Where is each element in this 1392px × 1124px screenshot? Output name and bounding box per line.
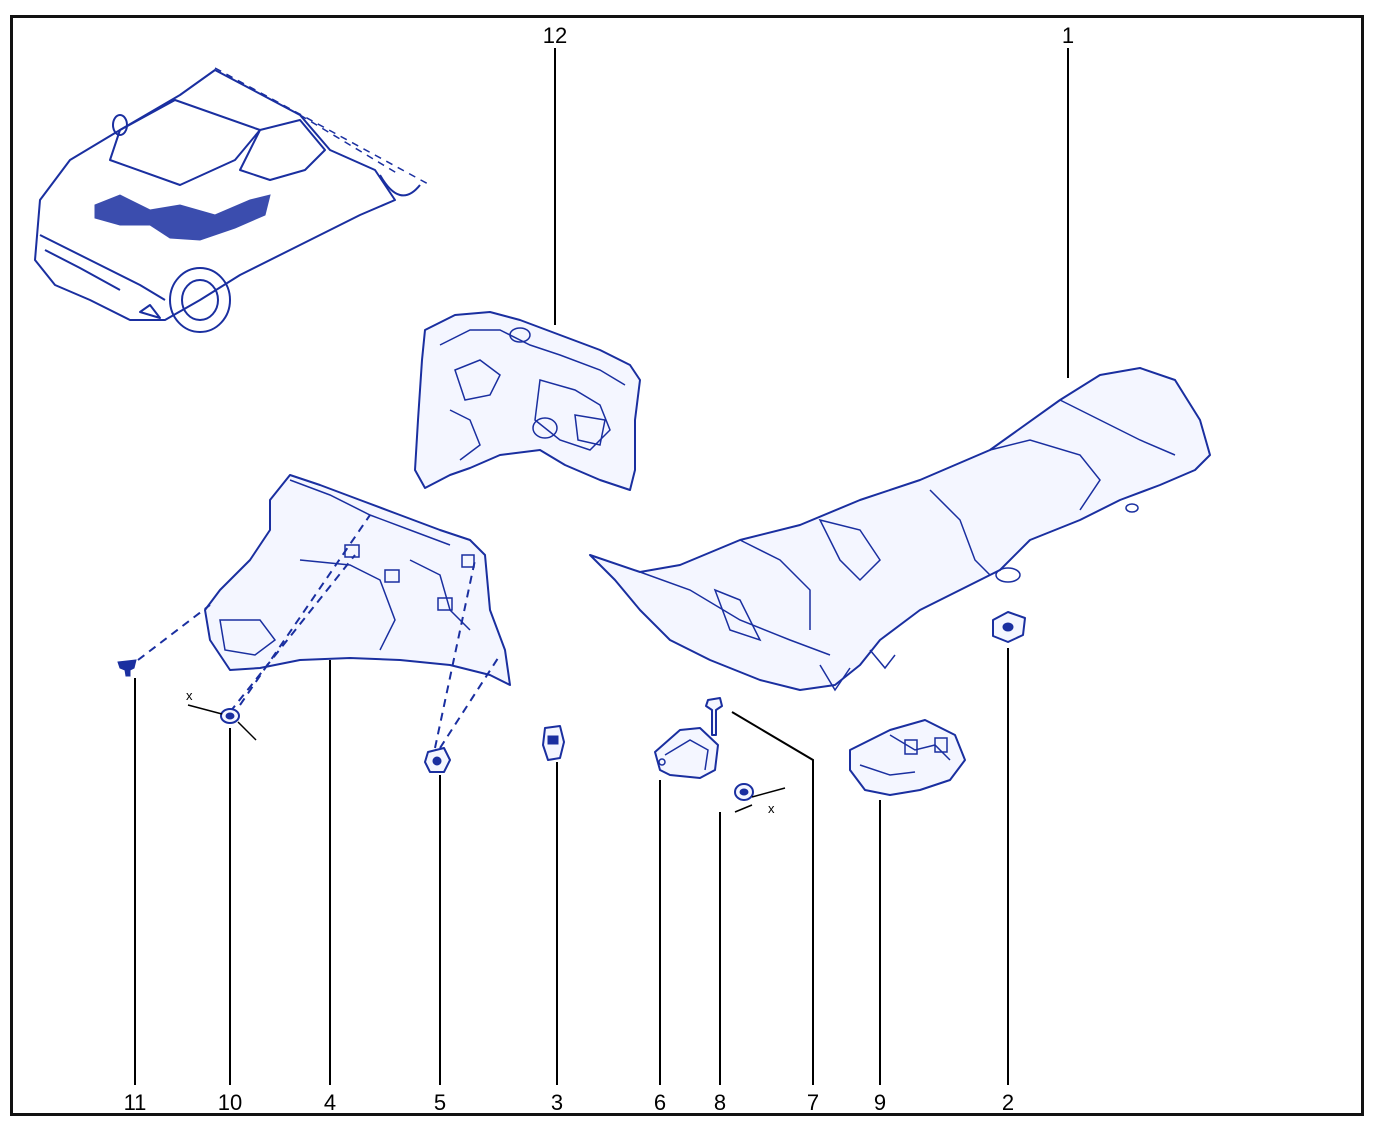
part-9-small-heat-shield bbox=[849, 719, 966, 796]
part-8-nut: x bbox=[734, 783, 786, 816]
part-12-upper-heat-shield bbox=[414, 311, 641, 491]
callout-12: 12 bbox=[543, 23, 567, 48]
callout-4: 4 bbox=[324, 1090, 336, 1115]
callout-5: 5 bbox=[434, 1090, 446, 1115]
part-7-bolt bbox=[705, 697, 723, 736]
part-11-clip bbox=[117, 659, 137, 677]
part-10-nut: x bbox=[186, 688, 257, 741]
callout-11: 11 bbox=[124, 1090, 147, 1115]
part-2-clip-nut bbox=[992, 611, 1026, 643]
part-4-front-heat-shield bbox=[204, 474, 511, 686]
callout-labels: 1 12 11 10 4 5 3 6 8 7 9 2 bbox=[124, 23, 1075, 1115]
callout-6: 6 bbox=[654, 1090, 666, 1115]
callout-9: 9 bbox=[874, 1090, 886, 1115]
leader-lines bbox=[134, 48, 1069, 1085]
part-1-tunnel-heat-shield bbox=[589, 367, 1211, 692]
callout-8: 8 bbox=[714, 1090, 726, 1115]
callout-1: 1 bbox=[1062, 23, 1074, 48]
part-3-connector bbox=[542, 725, 565, 761]
callout-10: 10 bbox=[218, 1090, 242, 1115]
part-6-bracket bbox=[654, 727, 719, 779]
torque-mark-x-left: x bbox=[186, 688, 193, 703]
callout-2: 2 bbox=[1002, 1090, 1014, 1115]
torque-mark-x-right: x bbox=[768, 801, 775, 816]
callout-3: 3 bbox=[551, 1090, 563, 1115]
assembly-dash-lines bbox=[137, 514, 501, 749]
callout-7: 7 bbox=[807, 1090, 819, 1115]
part-5-nut bbox=[424, 747, 451, 773]
vehicle-overview-illustration bbox=[34, 67, 431, 333]
